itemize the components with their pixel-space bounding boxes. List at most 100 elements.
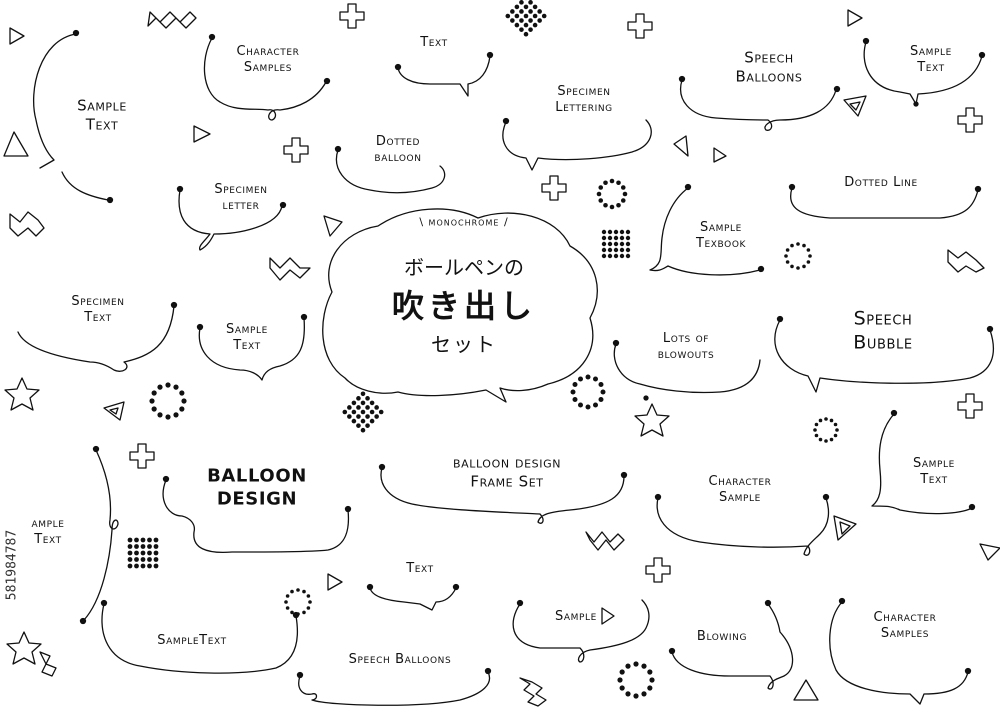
grid-dot <box>607 229 613 235</box>
ring-dot <box>302 610 306 615</box>
ring-dot <box>806 260 811 264</box>
ring-dot <box>641 663 647 669</box>
grid-dot <box>351 400 357 406</box>
label-character-samples-1: Character Samples <box>236 43 300 75</box>
grid-dot <box>153 557 159 562</box>
ring-dot <box>600 389 606 395</box>
ring-dot <box>824 439 828 443</box>
ring-dot <box>290 610 294 615</box>
grid-dot <box>625 253 631 259</box>
ring-dot <box>165 382 171 388</box>
grid-dot <box>528 9 533 14</box>
ring-dot <box>833 433 838 438</box>
label-speech-bubble: Speech Bubble <box>853 307 913 353</box>
ring-dot <box>284 600 288 604</box>
dot-grid-patterns <box>127 0 631 569</box>
grid-dot <box>619 241 625 247</box>
ring-dot <box>598 397 604 402</box>
label-specimen-letter: Specimen letter <box>214 181 268 213</box>
ring-dot <box>790 243 794 248</box>
grid-dot <box>140 563 146 569</box>
balloon-specimen-lettering <box>502 117 652 171</box>
balloon-blowing <box>668 599 794 690</box>
ring-dot <box>609 178 615 184</box>
grid-dot <box>140 550 146 556</box>
ring-dot <box>647 669 653 675</box>
ring-dot <box>149 398 155 404</box>
grid-dot <box>510 9 515 14</box>
ring-dot <box>808 254 812 258</box>
ring-dot <box>616 180 621 186</box>
ring-dot <box>813 428 817 432</box>
ring-dot <box>784 254 788 258</box>
ring-dot <box>593 402 598 408</box>
grid-dot <box>519 18 524 23</box>
stock-id-text: 581984787 <box>4 529 20 601</box>
ring-dot <box>622 191 628 197</box>
balloon-speech-balloons-1 <box>678 75 841 131</box>
zigzag-shapes <box>9 11 985 707</box>
grid-dot <box>601 247 607 253</box>
balloon-character-sample <box>654 493 830 556</box>
grid-dot <box>134 537 139 543</box>
ring-dot <box>833 422 838 427</box>
ring-dot <box>290 589 294 594</box>
grid-dot <box>356 414 361 419</box>
triangle-shapes <box>3 9 1000 701</box>
grid-dot <box>365 414 370 419</box>
ring-dot <box>285 594 290 598</box>
grid-dot <box>127 563 133 569</box>
balloon-sample <box>512 599 650 663</box>
grid-dot <box>541 13 547 19</box>
ring-dot <box>649 677 655 683</box>
balloon-speech-balloons-2 <box>296 667 492 706</box>
balloon-dotted-balloon <box>334 145 446 194</box>
ring-dot <box>308 600 312 604</box>
balloon-character-samples-1 <box>203 33 331 121</box>
ring-dot <box>596 191 602 197</box>
ring-dot <box>306 594 311 598</box>
grid-dot <box>140 544 146 549</box>
grid-dot <box>351 418 357 424</box>
ring-dot <box>151 406 157 412</box>
grid-dot <box>514 4 520 10</box>
grid-dot <box>519 27 524 32</box>
grid-dot <box>613 235 619 241</box>
grid-dot <box>601 235 607 241</box>
grid-dot <box>360 391 366 397</box>
grid-dot <box>140 537 146 543</box>
grid-dot <box>356 405 361 410</box>
ring-dot <box>814 433 819 438</box>
grid-dot <box>147 537 152 543</box>
grid-dot <box>625 241 631 247</box>
ring-dot <box>647 685 653 691</box>
grid-dot <box>619 247 625 253</box>
ring-dot <box>619 669 625 675</box>
ring-dot <box>818 437 823 442</box>
balloon-specimen-letter <box>176 185 287 251</box>
balloon-sample-text-2 <box>862 37 986 107</box>
grid-dot <box>134 544 139 549</box>
grid-dot <box>514 22 520 28</box>
label-dotted-line: Dotted Line <box>844 174 918 190</box>
grid-dot <box>356 396 361 401</box>
ring-dot <box>806 248 811 252</box>
grid-dot <box>607 241 613 247</box>
ring-dot <box>603 180 608 186</box>
ring-dot <box>157 412 163 418</box>
grid-dot <box>127 550 133 556</box>
grid-dot <box>613 241 619 247</box>
label-sample-text-2: Sample Text <box>910 43 952 75</box>
grid-dot <box>528 0 533 5</box>
balloon-sample-text-4 <box>871 409 976 515</box>
label-text-2: Text <box>406 560 434 576</box>
ring-dot <box>179 406 185 412</box>
grid-dot <box>153 537 159 543</box>
grid-dot <box>360 418 366 424</box>
grid-dot <box>537 18 542 23</box>
grid-dot <box>601 253 607 259</box>
ring-dot <box>609 204 615 210</box>
central-title-balloon <box>322 208 598 403</box>
label-sample-text-1: Sample Text <box>77 96 127 133</box>
